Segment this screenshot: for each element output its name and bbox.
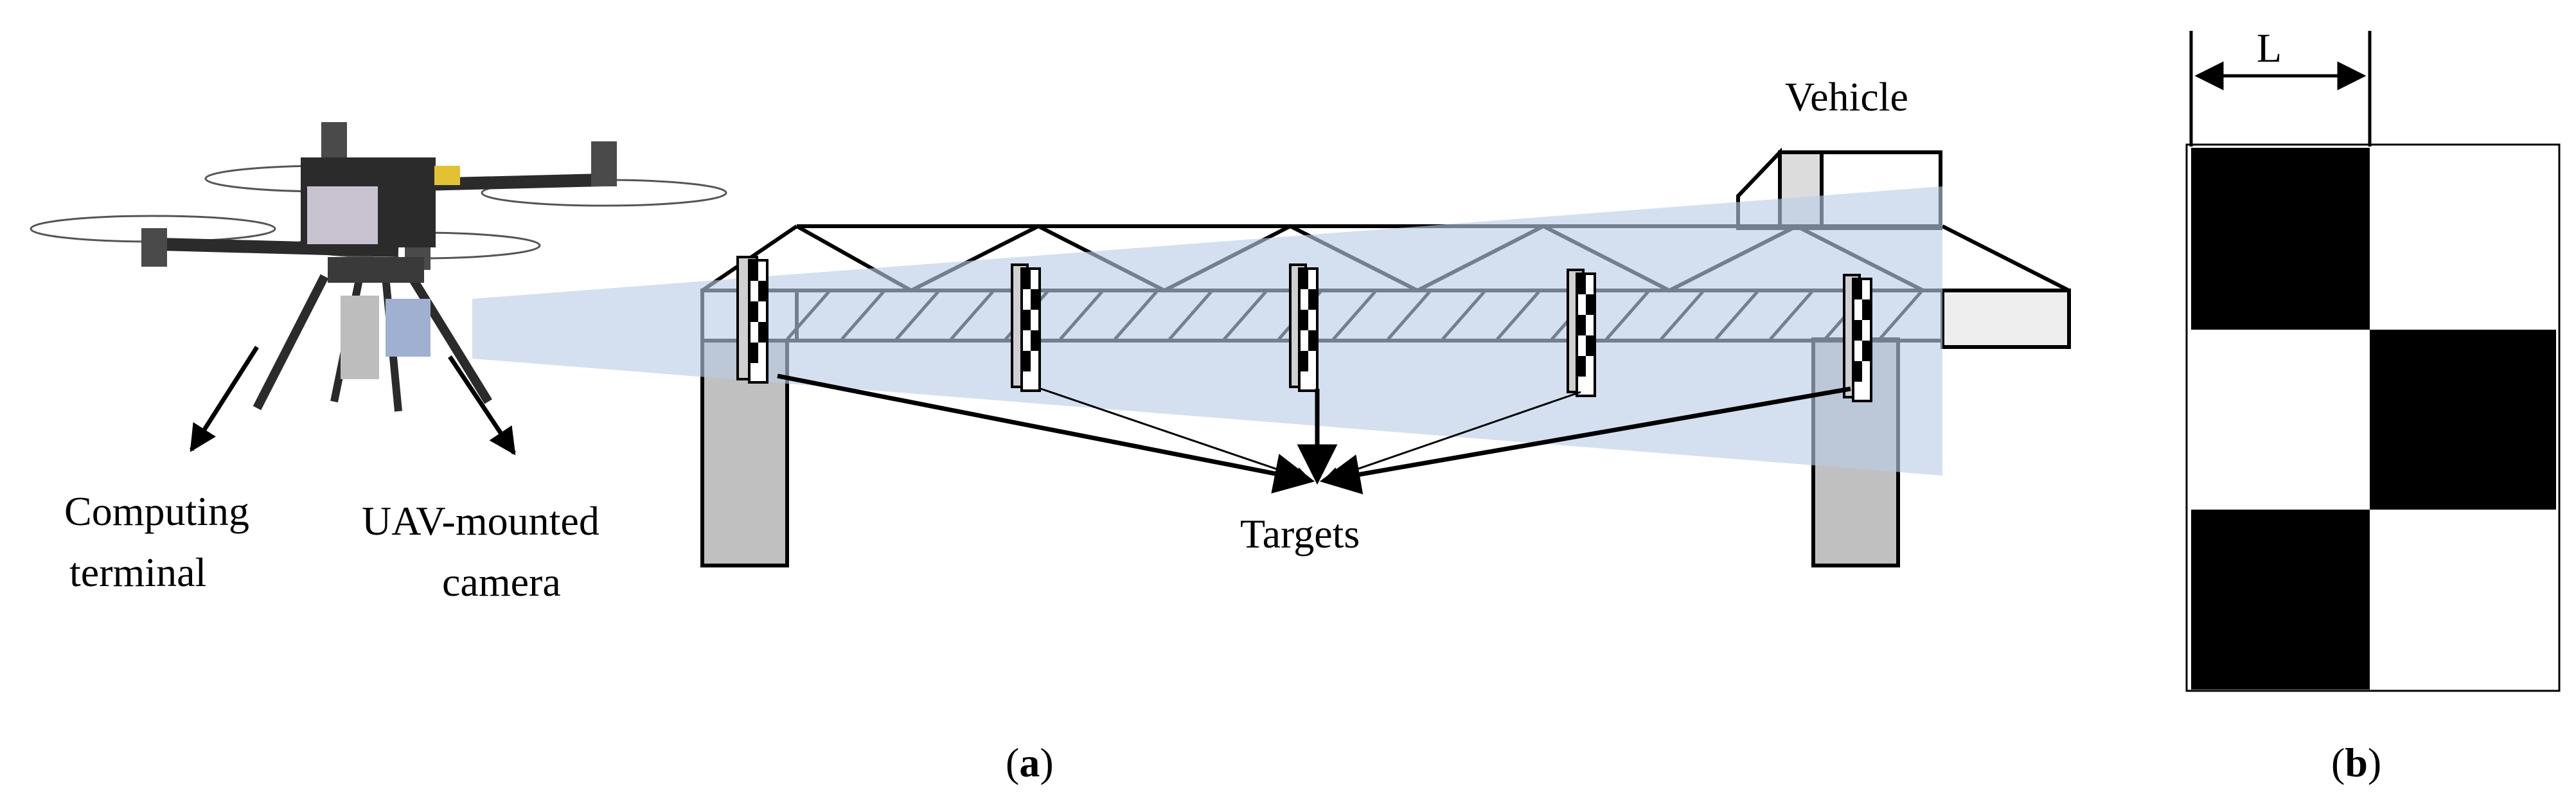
target-4	[1567, 269, 1596, 397]
target-arrows	[777, 373, 1851, 495]
label-computing-line1: Computing	[64, 488, 249, 534]
target-5	[1843, 274, 1872, 402]
label-uav-camera-line2: camera	[442, 559, 561, 605]
square-top-left	[2191, 148, 2370, 330]
target-3	[1289, 263, 1319, 392]
square-bottom-left	[2191, 510, 2370, 690]
label-computing-line2: terminal	[69, 549, 206, 595]
label-dimension-l: L	[2257, 25, 2282, 71]
caption-b: (b)	[2331, 740, 2381, 785]
camera-field-of-view	[472, 186, 1942, 476]
label-targets: Targets	[1240, 511, 1360, 557]
label-vehicle: Vehicle	[1785, 74, 1908, 120]
label-uav-camera-line1: UAV-mounted	[362, 498, 600, 544]
drone-pointer-arrows	[190, 346, 516, 456]
uav-drone	[30, 122, 727, 412]
target-1	[736, 256, 768, 384]
panel-b: L (b)	[2185, 25, 2561, 785]
square-middle-right	[2370, 330, 2556, 510]
dimension-l	[2189, 31, 2372, 147]
panel-a: Computing terminal UAV-mounted camera Ta…	[30, 74, 2071, 785]
target-2	[1011, 263, 1041, 392]
caption-a: (a)	[1006, 740, 1054, 785]
